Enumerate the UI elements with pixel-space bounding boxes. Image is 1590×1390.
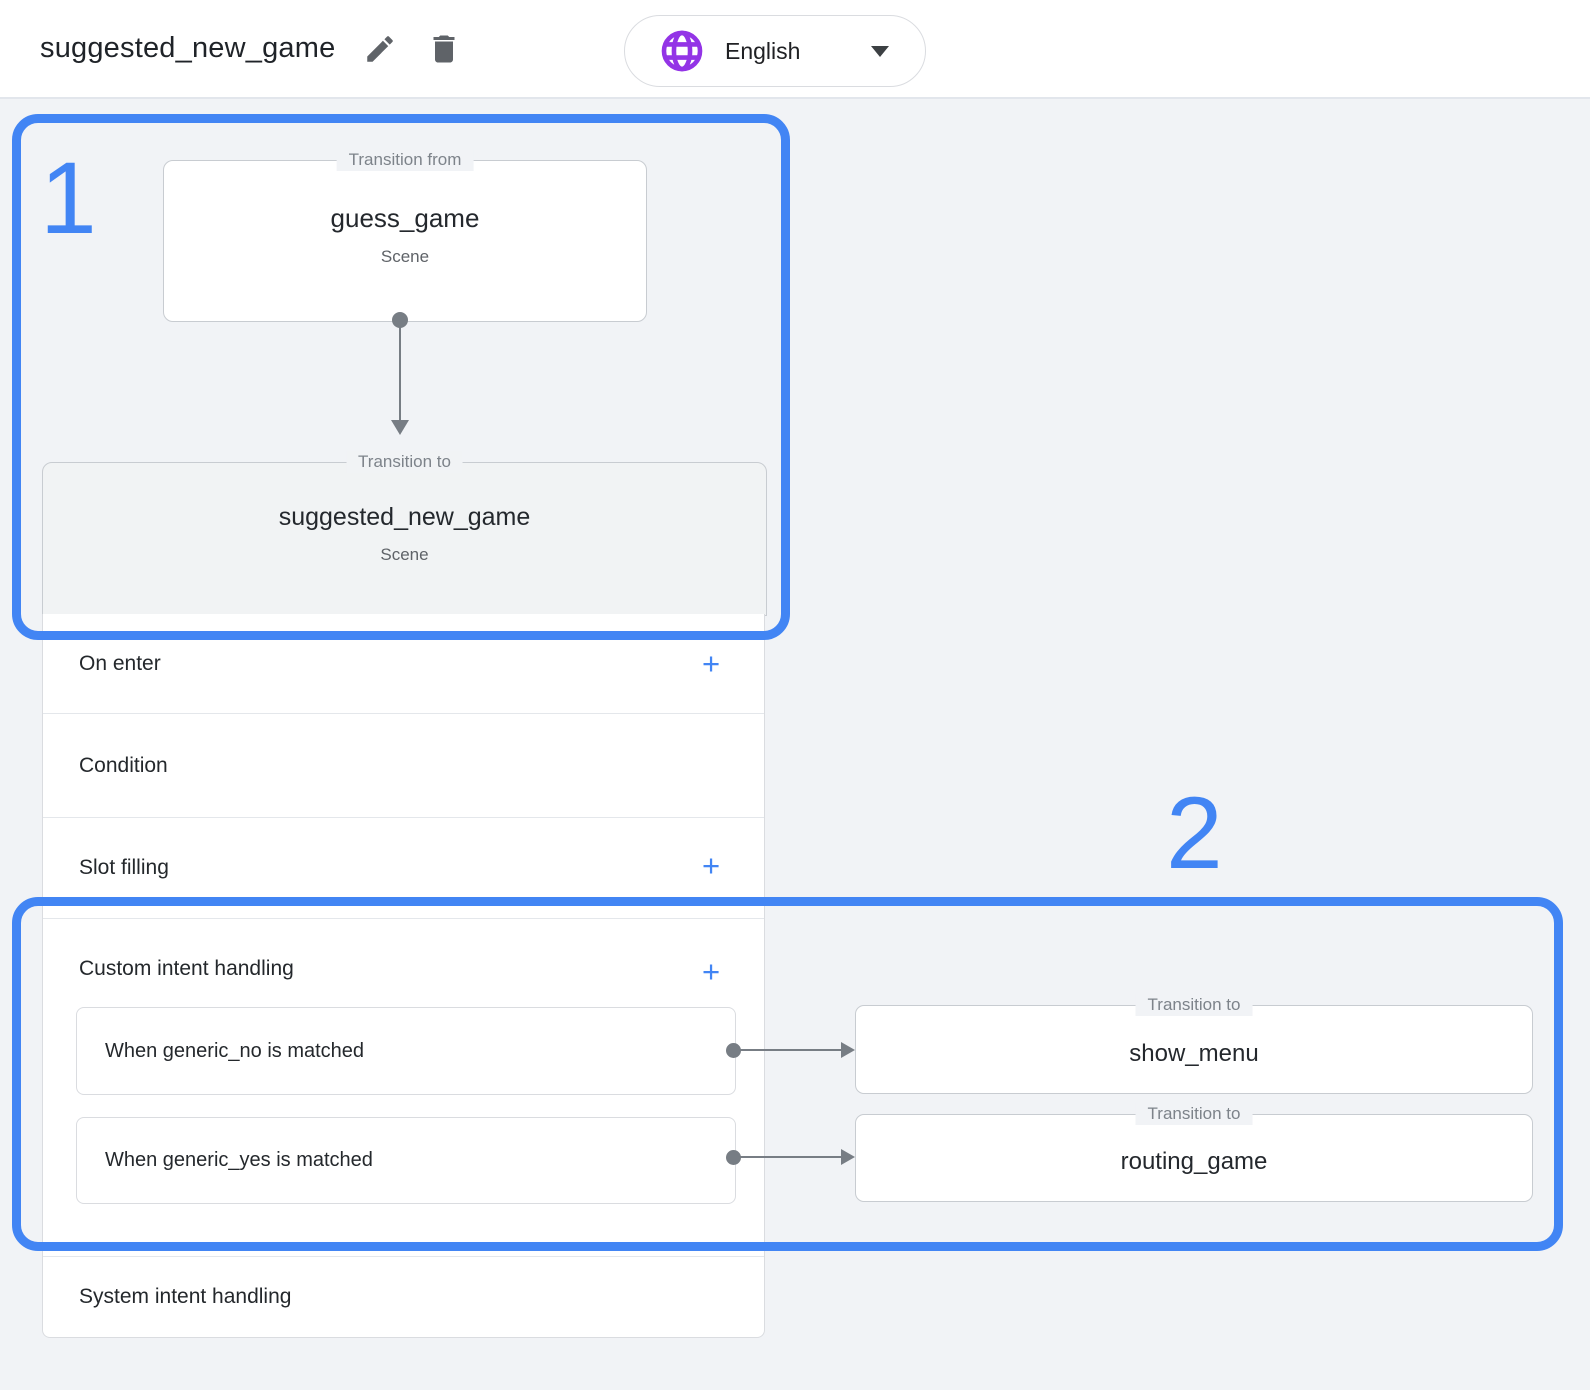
transition-from-box[interactable]: Transition from guess_game Scene — [163, 149, 647, 322]
section-label: Condition — [79, 753, 168, 777]
delete-button[interactable] — [425, 30, 463, 68]
target-scene-name: routing_game — [1120, 1148, 1268, 1175]
section-label: Custom intent handling — [79, 957, 294, 980]
from-scene-name: guess_game — [330, 203, 480, 233]
scene-canvas: Transition from guess_game Scene Transit… — [0, 99, 1590, 1390]
arrow-right-icon — [841, 1042, 855, 1058]
language-selector[interactable]: English — [624, 15, 926, 87]
intent-card-label: When generic_no is matched — [105, 1039, 365, 1062]
section-system-intent-handling: System intent handling + — [43, 1257, 764, 1337]
language-label: English — [725, 37, 801, 64]
add-condition-button[interactable]: + — [701, 848, 721, 883]
section-slot-filling: Slot filling + — [43, 818, 764, 1087]
trash-icon — [433, 35, 455, 62]
arrow-down-icon — [391, 420, 409, 435]
transition-to-legend: Transition to — [346, 451, 463, 473]
section-label: On enter — [79, 651, 161, 675]
section-label: Slot filling — [79, 856, 169, 879]
add-on-enter-button[interactable]: + — [701, 646, 721, 681]
annotation-number-1: 1 — [40, 141, 97, 255]
header-bar: suggested_new_game English — [0, 0, 1590, 99]
connector-dot — [726, 1043, 741, 1058]
intent-card-generic-no[interactable]: When generic_no is matched — [76, 1007, 736, 1095]
arrow-right-icon — [841, 1149, 855, 1165]
connector-line — [740, 1049, 843, 1051]
chevron-down-icon — [871, 45, 889, 57]
from-scene-type: Scene — [380, 247, 430, 266]
section-custom-intent-handling: Custom intent handling + When generic_no… — [43, 919, 764, 1257]
current-scene-type: Scene — [380, 545, 429, 564]
transition-from-legend: Transition from — [336, 149, 474, 171]
section-on-enter: On enter + — [43, 614, 764, 714]
intent-card-generic-yes[interactable]: When generic_yes is matched — [76, 1117, 736, 1204]
pencil-icon — [367, 35, 394, 62]
transition-to-current-box: Transition to suggested_new_game Scene — [42, 451, 767, 616]
connector-line — [740, 1156, 843, 1158]
add-custom-intent-button[interactable]: + — [701, 954, 721, 989]
annotation-number-2: 2 — [1166, 776, 1223, 890]
page-title: suggested_new_game — [40, 32, 336, 64]
section-condition: Condition + — [43, 714, 764, 881]
globe-icon — [661, 30, 703, 72]
edit-button[interactable] — [361, 30, 399, 68]
transition-to-legend: Transition to — [1135, 1103, 1253, 1125]
intent-card-label: When generic_yes is matched — [105, 1149, 373, 1171]
connector-line — [399, 324, 401, 421]
current-scene-name: suggested_new_game — [278, 503, 531, 531]
scene-sections-panel: On enter + Condition + Slot filling + Cu… — [42, 614, 765, 1338]
transition-to-legend: Transition to — [1135, 994, 1253, 1016]
transition-target-show-menu[interactable]: Transition to show_menu — [855, 994, 1533, 1094]
transition-target-routing-game[interactable]: Transition to routing_game — [855, 1103, 1533, 1202]
connector-dot — [726, 1150, 741, 1165]
section-label: System intent handling — [79, 1285, 292, 1308]
connector-dot — [392, 312, 408, 328]
target-scene-name: show_menu — [1129, 1039, 1259, 1067]
